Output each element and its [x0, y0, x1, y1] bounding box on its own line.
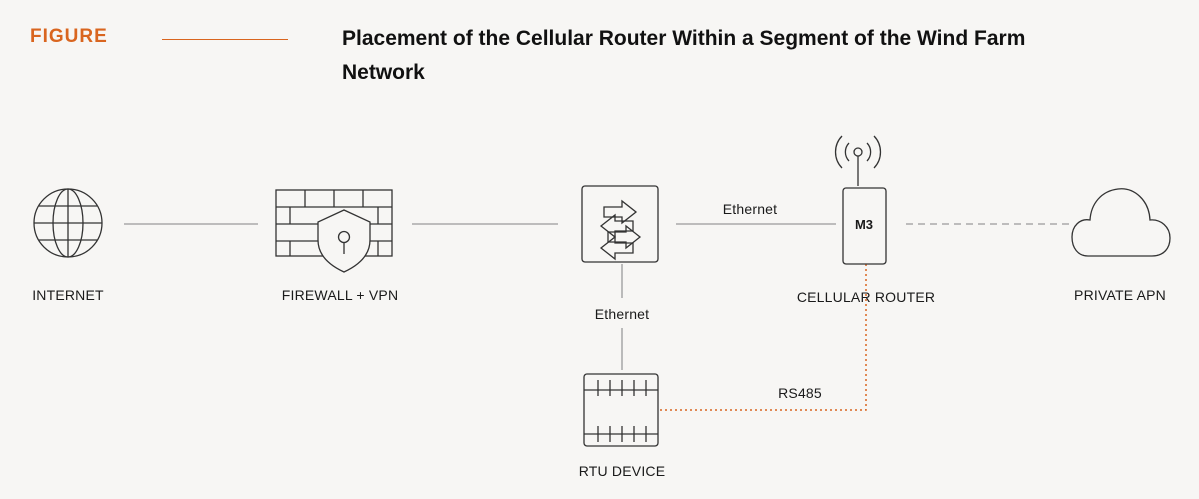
firewall-shield-icon — [275, 189, 393, 273]
apn-label: PRIVATE APN — [1074, 287, 1166, 303]
ethernet-label-vertical: Ethernet — [595, 306, 650, 322]
firewall-label: FIREWALL + VPN — [282, 287, 399, 303]
internet-label: INTERNET — [32, 287, 104, 303]
router-badge: M3 — [855, 217, 873, 232]
rtu-label: RTU DEVICE — [579, 463, 666, 479]
connector-rtu-router-rs485 — [660, 264, 867, 411]
rtu-device-icon — [583, 373, 659, 447]
rs485-label: RS485 — [778, 385, 822, 401]
cellular-router-icon — [834, 135, 887, 265]
globe-icon — [33, 188, 103, 258]
figure-label: FIGURE — [30, 26, 108, 47]
page-title: Placement of the Cellular Router Within … — [342, 27, 1026, 84]
network-switch-icon — [581, 185, 659, 263]
ethernet-label-horizontal: Ethernet — [723, 201, 778, 217]
figure-label-rule — [162, 39, 288, 40]
cloud-icon — [1071, 188, 1171, 257]
router-label: CELLULAR ROUTER — [797, 289, 935, 305]
